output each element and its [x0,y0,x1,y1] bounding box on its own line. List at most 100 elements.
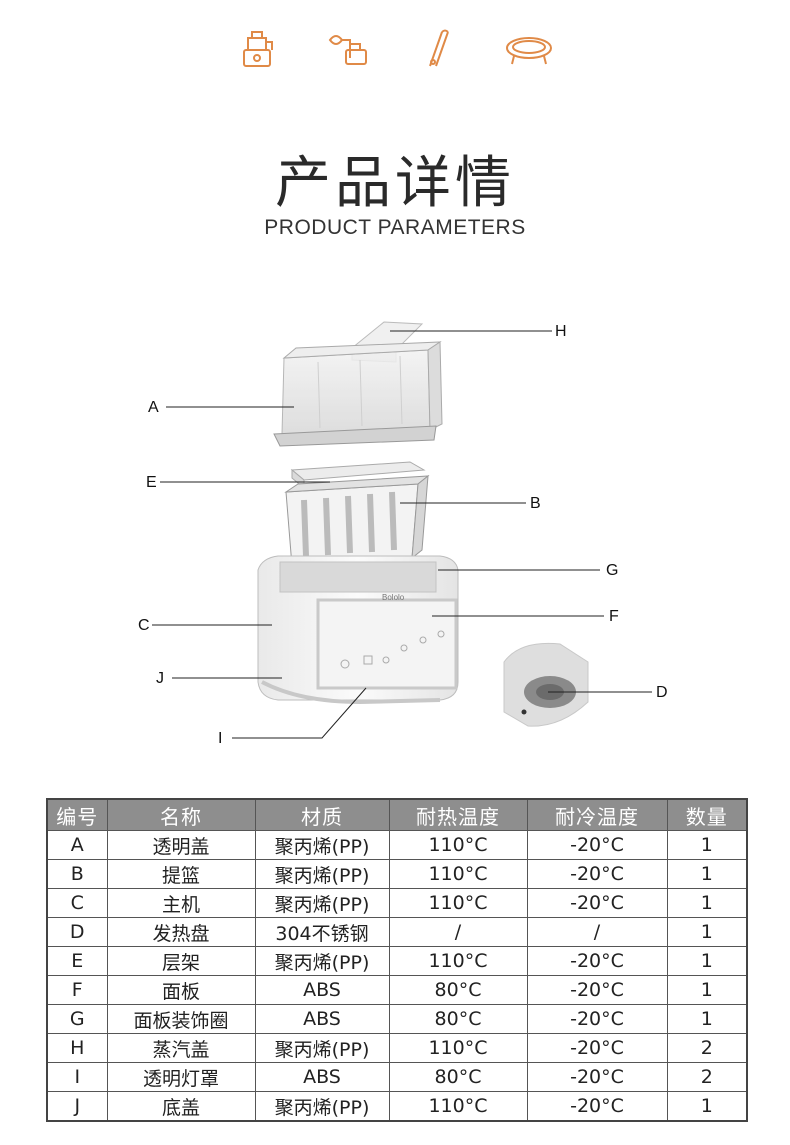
cell-material: 聚丙烯(PP) [254,859,390,889]
brand-logo: Bololo [382,593,405,602]
cell-quantity: 1 [666,1004,748,1034]
table-row: G 面板装饰圈 ABS 80°C -20°C 1 [46,1004,748,1034]
cell-cold: / [526,917,668,947]
cell-cold: -20°C [526,1091,668,1122]
cell-name: 蒸汽盖 [106,1033,256,1063]
callout-j: J [156,670,164,687]
page-subtitle: PRODUCT PARAMETERS [264,216,526,239]
callout-c: C [138,617,150,634]
cell-cold: -20°C [526,1033,668,1063]
baby-bathtub-icon [504,28,554,70]
callout-i: I [218,730,222,747]
cell-quantity: 1 [666,917,748,947]
cell-material: ABS [254,1062,390,1092]
cell-number: B [46,859,108,889]
cell-number: E [46,946,108,976]
cell-name: 面板 [106,975,256,1005]
cell-name: 透明灯罩 [106,1062,256,1092]
cell-number: A [46,830,108,860]
callout-d: D [656,684,668,701]
header-name: 名称 [106,798,256,831]
cell-material: 聚丙烯(PP) [254,946,390,976]
callout-lines [152,330,652,739]
cell-heat: 110°C [388,830,528,860]
callout-g: G [606,562,618,579]
cell-name: 底盖 [106,1091,256,1122]
cell-material: ABS [254,1004,390,1034]
cell-name: 面板装饰圈 [106,1004,256,1034]
header-material: 材质 [254,798,390,831]
cell-cold: -20°C [526,1062,668,1092]
cell-material: ABS [254,975,390,1005]
cell-heat: 110°C [388,859,528,889]
callout-h: H [555,323,567,340]
cell-cold: -20°C [526,946,668,976]
callout-b: B [530,495,541,512]
cell-name: 主机 [106,888,256,918]
breast-pump-icon [326,28,370,70]
icon-row [0,28,790,74]
table-row: C 主机 聚丙烯(PP) 110°C -20°C 1 [46,888,748,918]
header-cold-resistance: 耐冷温度 [526,798,668,831]
cell-number: I [46,1062,108,1092]
table-row: E 层架 聚丙烯(PP) 110°C -20°C 1 [46,946,748,976]
cell-cold: -20°C [526,830,668,860]
callout-f: F [609,608,619,625]
cell-material: 聚丙烯(PP) [254,888,390,918]
part-a-transparent-lid [273,341,443,447]
part-d-heating-plate [503,642,589,727]
cell-quantity: 1 [666,888,748,918]
cell-heat: 80°C [388,975,528,1005]
cell-number: J [46,1091,108,1122]
table-row: A 透明盖 聚丙烯(PP) 110°C -20°C 1 [46,830,748,860]
part-b-basket [284,474,430,567]
cell-material: 聚丙烯(PP) [254,1091,390,1122]
parameter-table: 编号 名称 材质 耐热温度 耐冷温度 数量 A 透明盖 聚丙烯(PP) 110°… [46,798,748,1122]
callout-a: A [148,399,159,416]
cell-quantity: 2 [666,1062,748,1092]
cell-number: D [46,917,108,947]
cell-name: 透明盖 [106,830,256,860]
cell-heat: 80°C [388,1062,528,1092]
cell-number: H [46,1033,108,1063]
cell-material: 聚丙烯(PP) [254,1033,390,1063]
cell-heat: 80°C [388,1004,528,1034]
cell-cold: -20°C [526,1004,668,1034]
table-row: D 发热盘 304不锈钢 / / 1 [46,917,748,947]
table-header-row: 编号 名称 材质 耐热温度 耐冷温度 数量 [46,798,748,831]
cell-number: F [46,975,108,1005]
cell-heat: 110°C [388,1091,528,1122]
cell-quantity: 1 [666,859,748,889]
header-number: 编号 [46,798,108,831]
cell-number: C [46,888,108,918]
cell-cold: -20°C [526,975,668,1005]
table-row: H 蒸汽盖 聚丙烯(PP) 110°C -20°C 2 [46,1033,748,1063]
table-row: I 透明灯罩 ABS 80°C -20°C 2 [46,1062,748,1092]
cell-cold: -20°C [526,859,668,889]
cell-heat: 110°C [388,1033,528,1063]
table-row: B 提篮 聚丙烯(PP) 110°C -20°C 1 [46,859,748,889]
cell-quantity: 1 [666,975,748,1005]
cell-name: 层架 [106,946,256,976]
product-diagram: Bololo [0,300,790,760]
cell-quantity: 2 [666,1033,748,1063]
cell-cold: -20°C [526,888,668,918]
cell-name: 发热盘 [106,917,256,947]
part-c-main-body: Bololo [257,555,459,705]
header-quantity: 数量 [666,798,748,831]
cell-material: 聚丙烯(PP) [254,830,390,860]
cell-quantity: 1 [666,946,748,976]
callout-e: E [146,474,157,491]
header-heat-resistance: 耐热温度 [388,798,528,831]
table-row: J 底盖 聚丙烯(PP) 110°C -20°C 1 [46,1091,748,1122]
tongs-icon [416,28,460,70]
cell-heat: 110°C [388,946,528,976]
page-title: 产品详情 [275,151,515,216]
cell-quantity: 1 [666,830,748,860]
table-row: F 面板 ABS 80°C -20°C 1 [46,975,748,1005]
bottle-warmer-icon [236,28,280,70]
cell-name: 提篮 [106,859,256,889]
cell-quantity: 1 [666,1091,748,1122]
cell-material: 304不锈钢 [254,917,390,947]
cell-heat: / [388,917,528,947]
